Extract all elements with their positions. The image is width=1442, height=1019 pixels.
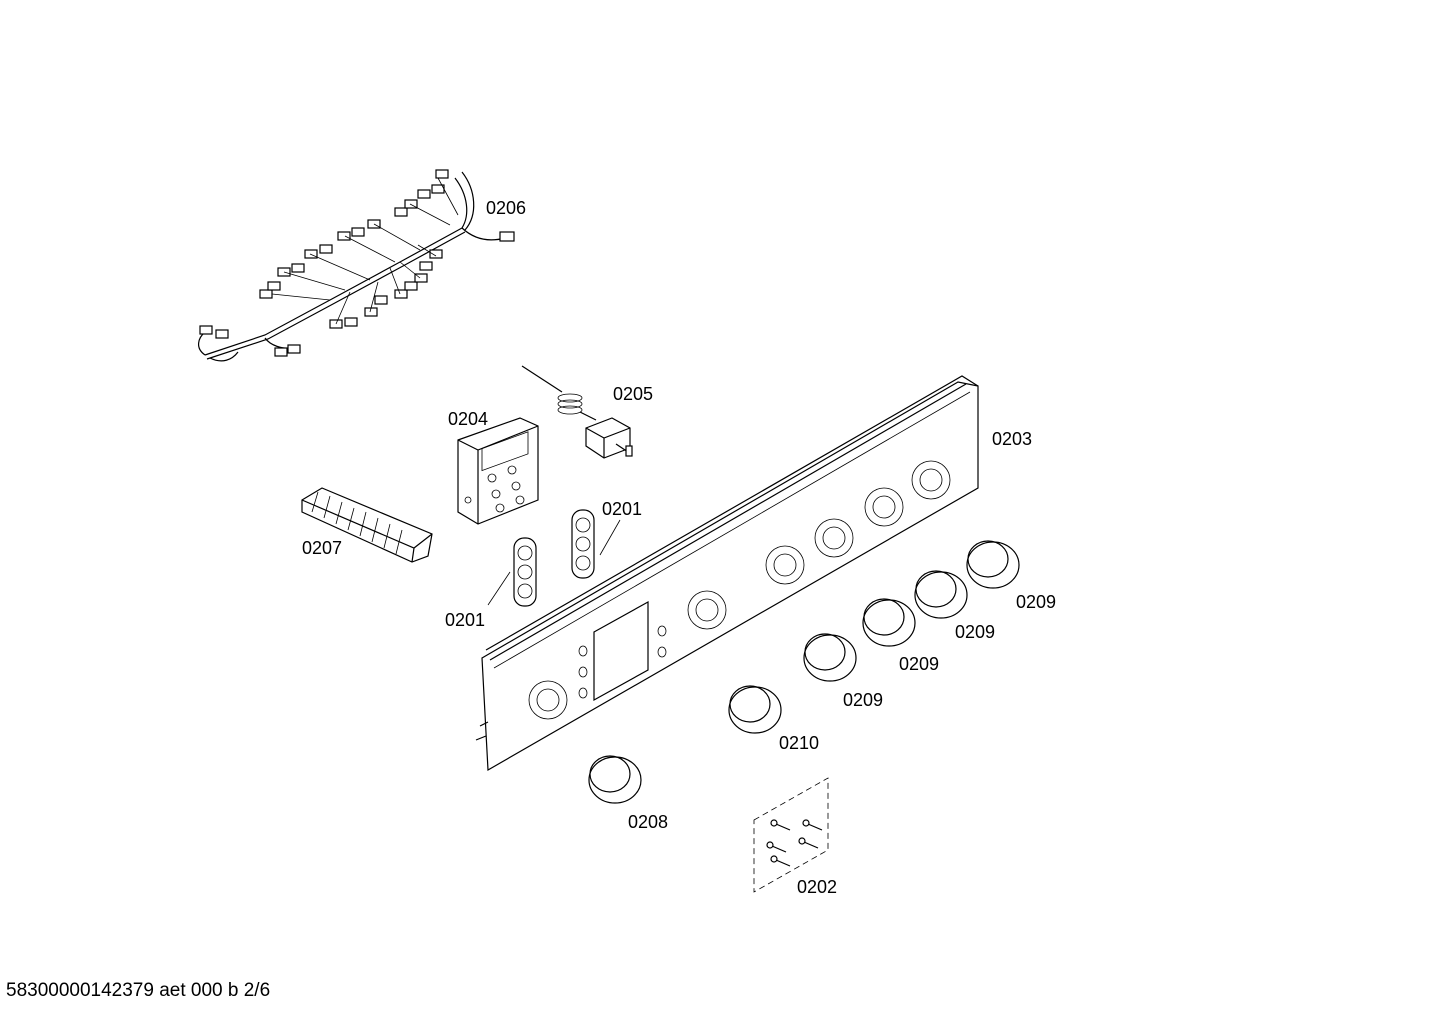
label-0203: 0203 (992, 429, 1033, 449)
label-0201-a: 0201 (445, 610, 486, 630)
label-0209-b: 0209 (899, 654, 940, 674)
knob-0209-c (914, 570, 968, 619)
knob-0209-d (966, 540, 1020, 589)
label-0209-a: 0209 (843, 690, 884, 710)
knob-0209-b (862, 598, 916, 647)
label-0206: 0206 (486, 198, 527, 218)
control-panel-0203 (475, 375, 979, 772)
label-0201-b: 0201 (602, 499, 643, 519)
label-0209-d: 0209 (1016, 592, 1057, 612)
bushing-0201-a (513, 537, 537, 607)
label-0208: 0208 (628, 812, 669, 832)
label-0209-c: 0209 (955, 622, 996, 642)
wiring-harness-0206 (198, 169, 515, 362)
label-0204: 0204 (448, 409, 489, 429)
document-id-footer: 58300000142379 aet 000 b 2/6 (6, 980, 271, 1001)
knob-0208 (588, 755, 642, 804)
bushing-0201-b (571, 509, 595, 579)
label-0210: 0210 (779, 733, 820, 753)
screws-0202 (753, 777, 829, 893)
knob-0209-a (803, 633, 857, 682)
knob-0210 (728, 685, 782, 734)
terminal-block-0207 (301, 487, 433, 563)
label-0207: 0207 (302, 538, 343, 558)
timer-module-0204 (457, 417, 539, 525)
label-0205: 0205 (613, 384, 654, 404)
thermostat-0205 (521, 365, 633, 459)
label-0202: 0202 (797, 877, 838, 897)
